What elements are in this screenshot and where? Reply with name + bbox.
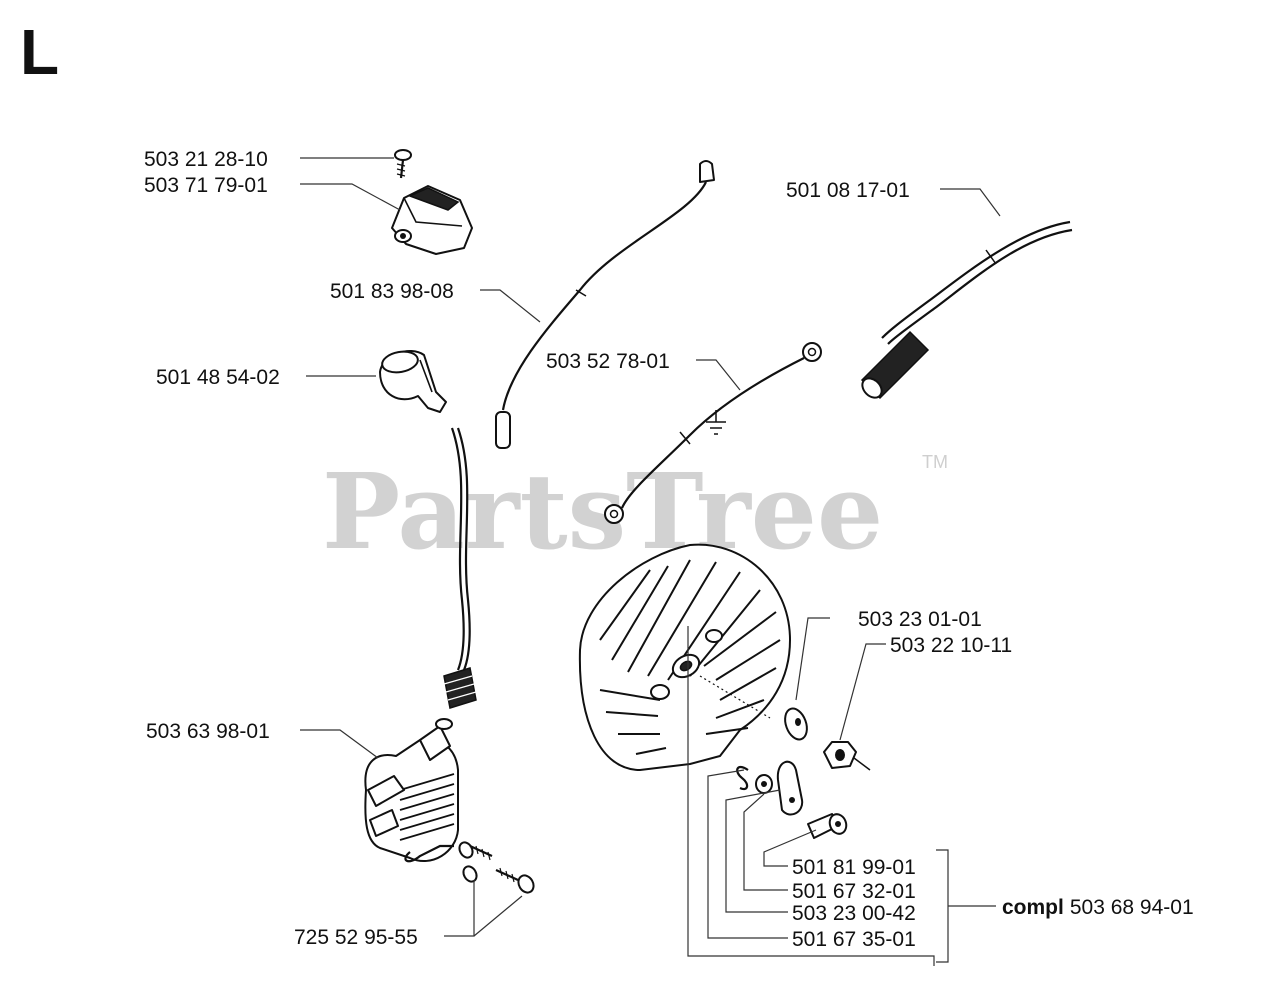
label-screw-top: 503 21 28-10 (144, 148, 268, 171)
ground-wire-part (604, 342, 822, 524)
label-pawl: 503 23 00-42 (792, 902, 916, 925)
ignition-coil-part (364, 718, 459, 863)
cable-short-part (495, 160, 715, 449)
label-pawl-screw: 501 81 99-01 (792, 856, 916, 879)
label-coil-screws: 725 52 95-55 (294, 926, 418, 949)
ignition-lead-part (443, 427, 477, 709)
label-cable-short: 501 83 98-08 (330, 280, 454, 303)
pawl-assembly-part (736, 760, 848, 839)
label-washer-small: 501 67 32-01 (792, 880, 916, 903)
nut-part (823, 741, 871, 771)
label-compl: compl 503 68 94-01 (1002, 896, 1194, 919)
switch-part (391, 185, 473, 255)
spark-cap-part (379, 350, 447, 413)
watermark-trademark: TM (922, 452, 948, 472)
watermark: PartsTree TM (322, 450, 948, 573)
washer-right-part (784, 707, 808, 741)
fuel-hose-part (860, 220, 1073, 400)
label-ground-wire: 503 52 78-01 (546, 350, 670, 373)
label-ignition-coil: 503 63 98-01 (146, 720, 270, 743)
screw-top-part (394, 149, 412, 179)
label-spring: 501 67 35-01 (792, 928, 916, 951)
leader-lines (300, 157, 1001, 966)
label-fuel-hose: 501 08 17-01 (786, 179, 910, 202)
coil-screws-part (458, 841, 535, 894)
label-nut: 503 22 10-11 (890, 634, 1012, 657)
label-spark-cap: 501 48 54-02 (156, 366, 280, 389)
label-washer-right: 503 23 01-01 (858, 608, 982, 631)
section-letter: L (20, 16, 59, 88)
label-compl-number: 503 68 94-01 (1070, 896, 1194, 919)
watermark-text: PartsTree (322, 450, 883, 573)
label-compl-prefix: compl (1002, 896, 1064, 919)
label-switch: 503 71 79-01 (144, 174, 268, 197)
flywheel-part (578, 543, 791, 771)
